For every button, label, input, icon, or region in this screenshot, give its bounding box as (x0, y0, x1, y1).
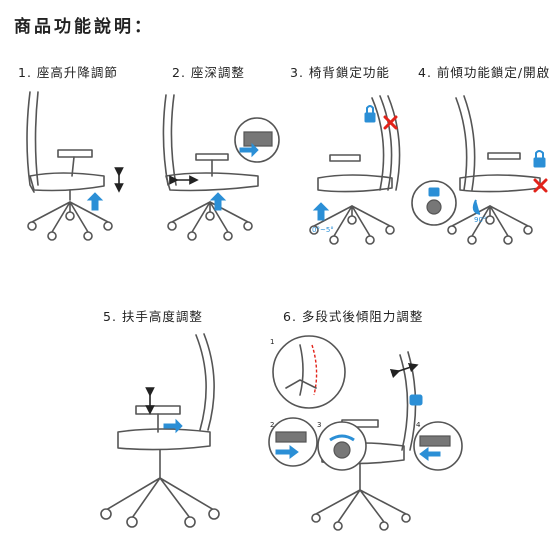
feature-caption-forward-tilt: 4. 前傾功能鎖定/開啟 (418, 65, 551, 80)
illustration-seat-height (26, 91, 124, 241)
feature-caption-seat-depth: 2. 座深調整 (172, 65, 245, 80)
feature-caption-seat-height: 1. 座高升降調節 (18, 65, 118, 80)
angle-range-label: 0°~5° (312, 226, 334, 234)
feature-caption-armrest-height: 5. 扶手高度調整 (103, 309, 203, 324)
feature-caption-backrest-lock: 3. 椅背鎖定功能 (290, 65, 390, 80)
step-3-label: 3 (317, 421, 321, 429)
step-1-label: 1 (270, 338, 274, 346)
feature-caption-tilt-resistance: 6. 多段式後傾阻力調整 (283, 309, 424, 324)
illustration-armrest-height (100, 333, 220, 528)
step-2-label: 2 (270, 421, 274, 429)
illustration-seat-depth (162, 94, 280, 241)
illustration-tilt-resistance: 1 2 3 4 (268, 335, 463, 531)
page-title: 商品功能說明： (14, 17, 154, 37)
illustration-backrest-lock: 0°~5° (309, 95, 401, 245)
step-4-label: 4 (416, 421, 421, 429)
angle-label: 90° (474, 216, 486, 224)
illustration-forward-tilt: 90° (411, 95, 548, 245)
